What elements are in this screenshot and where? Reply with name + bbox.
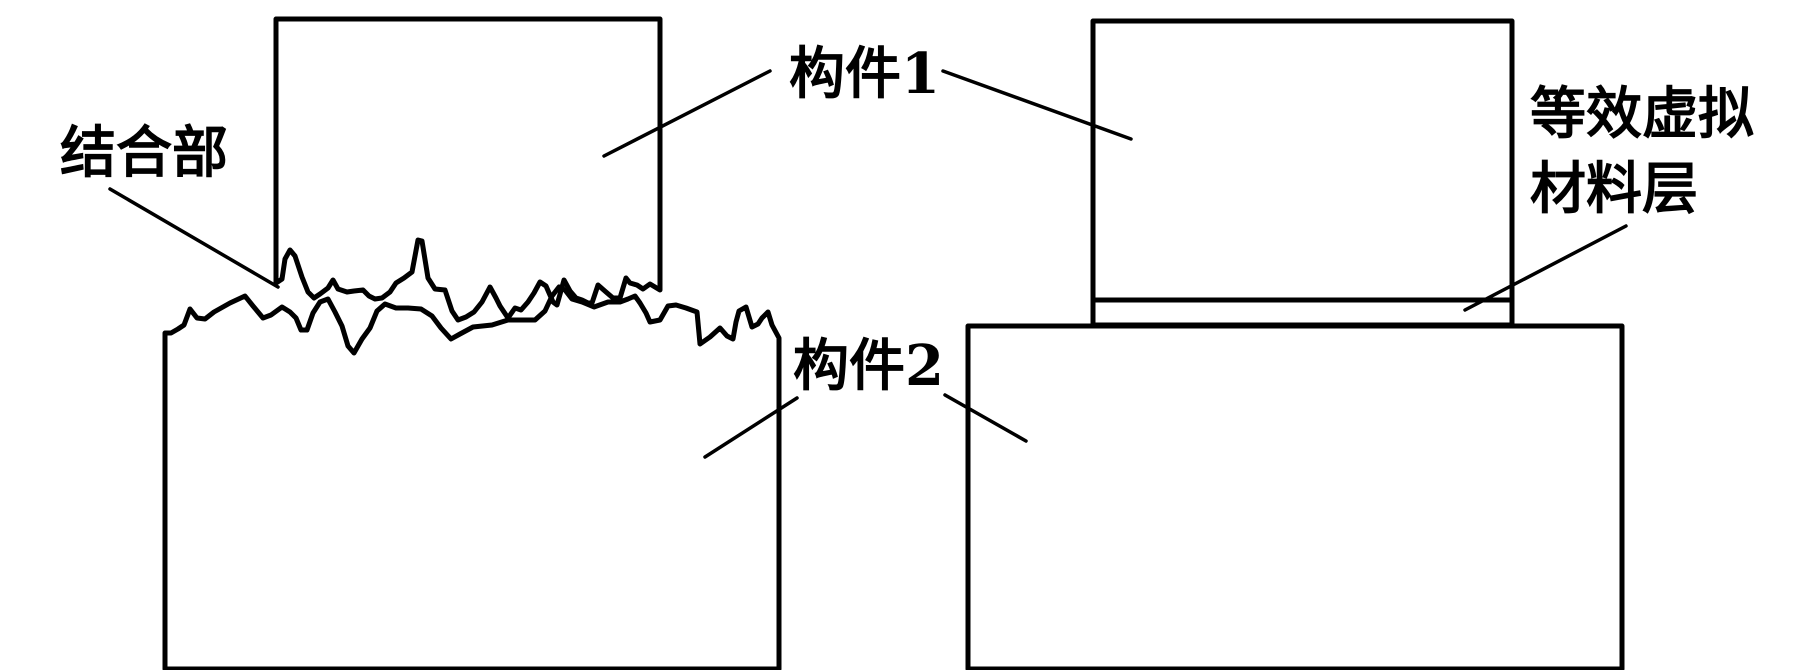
- leader-member1-right: [941, 69, 1133, 141]
- left-panel-actual-joint: [108, 16, 799, 670]
- leader-virtual-layer: [1463, 224, 1628, 312]
- virtual-material-layer: [1090, 297, 1515, 328]
- member1-right-block: [1090, 18, 1515, 303]
- label-member1: 构件1: [789, 41, 940, 107]
- leader-member2-right: [943, 393, 1028, 443]
- leader-member1-left: [602, 69, 772, 158]
- member2-left-block: [162, 284, 782, 670]
- label-member2: 构件2: [793, 333, 944, 399]
- member1-left-block: [273, 16, 663, 323]
- leader-member2-left: [703, 396, 799, 459]
- right-panel-equivalent-model: [941, 18, 1628, 670]
- label-virtual-layer-line2: 材料层: [1530, 156, 1698, 222]
- label-joint: 结合部: [60, 120, 228, 186]
- member2-right-block: [965, 323, 1625, 670]
- leader-joint: [108, 187, 280, 289]
- label-virtual-layer-line1: 等效虚拟: [1530, 81, 1754, 147]
